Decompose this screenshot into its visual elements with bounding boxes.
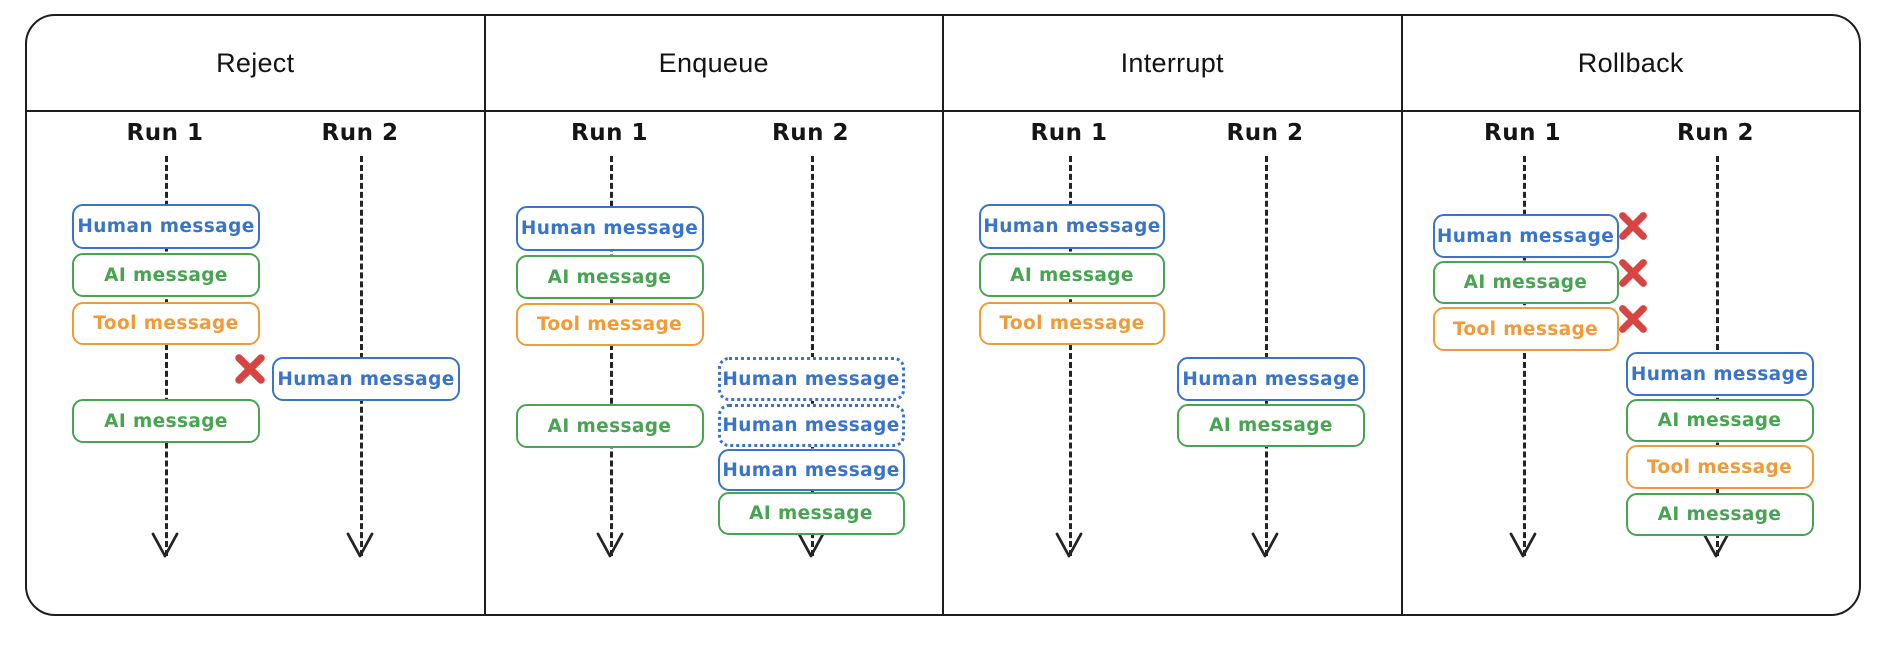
message-box-ai: AI message	[1432, 261, 1619, 304]
rollback-x-icon	[1617, 210, 1649, 242]
run2-lifeline	[360, 156, 363, 556]
message-box-ai: AI message	[1177, 404, 1365, 447]
run1-label: Run 1	[126, 120, 204, 146]
message-box-human: Human message	[1625, 352, 1814, 396]
run1-lifeline	[609, 156, 613, 556]
run2-label: Run 2	[772, 120, 849, 146]
run1-arrow-down-icon	[596, 532, 623, 558]
message-box-ai: AI message	[515, 404, 704, 448]
run2-arrow-down-icon	[346, 532, 374, 558]
panel-interrupt-header: Interrupt	[944, 16, 1401, 112]
panel-title: Reject	[216, 47, 295, 78]
message-box-tool: Tool message	[1625, 445, 1814, 489]
panel-title: Enqueue	[658, 47, 769, 78]
panel-rollback: Rollback Run 1 Run 2 Human message AI me…	[1400, 16, 1860, 614]
panel-reject: Reject Run 1 Run 2 Human message AI mess…	[27, 16, 484, 614]
run1-arrow-down-icon	[1055, 532, 1083, 558]
run2-label: Run 2	[1226, 120, 1304, 146]
message-box-human: Human message	[1432, 214, 1619, 258]
queued-message-box-human: Human message	[717, 357, 905, 401]
panel-enqueue-header: Enqueue	[485, 16, 942, 112]
reject-x-icon	[233, 352, 267, 386]
message-box-ai: AI message	[72, 399, 260, 443]
panel-reject-header: Reject	[27, 16, 484, 112]
run2-label: Run 2	[321, 120, 399, 146]
message-box-ai: AI message	[1625, 493, 1814, 536]
message-box-human: Human message	[272, 357, 460, 401]
message-box-ai: AI message	[717, 492, 905, 535]
message-box-human: Human message	[1177, 357, 1365, 401]
message-box-ai: AI message	[1625, 399, 1814, 442]
message-box-ai: AI message	[72, 253, 260, 297]
run2-arrow-down-icon	[1702, 532, 1729, 558]
run2-arrow-down-icon	[1251, 532, 1279, 558]
panel-enqueue: Enqueue Run 1 Run 2 Human message AI mes…	[483, 16, 943, 614]
message-box-human: Human message	[717, 449, 905, 491]
run2-label: Run 2	[1677, 120, 1754, 146]
panel-rollback-header: Rollback	[1402, 16, 1859, 112]
message-box-tool: Tool message	[1432, 307, 1619, 351]
run1-label: Run 1	[1484, 120, 1561, 146]
run1-lifeline	[1522, 156, 1526, 556]
panel-rollback-body: Run 1 Run 2 Human message AI message Too…	[1403, 112, 1860, 614]
message-box-tool: Tool message	[979, 302, 1165, 345]
message-box-ai: AI message	[979, 253, 1165, 297]
panel-title: Interrupt	[1120, 47, 1224, 78]
run1-arrow-down-icon	[151, 532, 179, 558]
panel-interrupt-body: Run 1 Run 2 Human message AI message Too…	[944, 112, 1401, 614]
message-box-tool: Tool message	[72, 302, 260, 345]
diagram-frame: Reject Run 1 Run 2 Human message AI mess…	[25, 14, 1861, 616]
rollback-x-icon	[1617, 303, 1649, 335]
message-box-human: Human message	[979, 204, 1165, 249]
panel-enqueue-body: Run 1 Run 2 Human message AI message Too…	[486, 112, 943, 614]
run1-lifeline	[1069, 156, 1072, 556]
run2-arrow-down-icon	[797, 532, 824, 558]
panel-title: Rollback	[1577, 47, 1684, 78]
run1-arrow-down-icon	[1509, 532, 1536, 558]
run2-lifeline	[810, 156, 814, 556]
rollback-x-icon	[1617, 257, 1649, 289]
run2-lifeline	[1265, 156, 1268, 556]
message-box-ai: AI message	[515, 255, 704, 299]
panel-reject-body: Run 1 Run 2 Human message AI message Too…	[27, 112, 484, 614]
run1-label: Run 1	[1030, 120, 1108, 146]
queued-message-box-human: Human message	[717, 404, 905, 447]
run1-lifeline	[165, 156, 168, 556]
panel-interrupt: Interrupt Run 1 Run 2 Human message AI m…	[942, 16, 1401, 614]
message-box-human: Human message	[72, 204, 260, 249]
run1-label: Run 1	[571, 120, 648, 146]
message-box-tool: Tool message	[515, 303, 704, 346]
message-box-human: Human message	[515, 206, 704, 251]
